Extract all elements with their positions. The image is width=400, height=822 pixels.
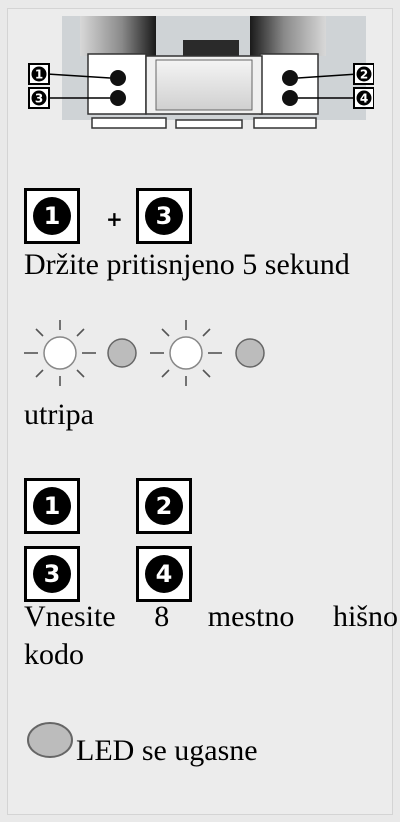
key-1-number: 1	[33, 197, 71, 235]
step3-text-line1: Vnesite 8 mestno hišno	[24, 600, 398, 634]
word-hisno: hišno	[332, 600, 398, 633]
device-button-1	[110, 70, 126, 86]
device-button-4	[282, 90, 298, 106]
device-button-2	[282, 70, 298, 86]
svg-text:2: 2	[360, 68, 368, 82]
word-8: 8	[154, 600, 170, 633]
word-mestno: mestno	[207, 600, 295, 633]
key-3: 3	[136, 188, 192, 244]
callout-key-4: 4	[353, 87, 374, 109]
callout-key-2: 2	[353, 63, 374, 85]
led-blink-icon-1	[24, 320, 96, 386]
key-1: 1	[24, 188, 80, 244]
step2-text: utripa	[24, 398, 94, 431]
device-foot-right	[253, 117, 317, 129]
leader-line-2	[297, 73, 359, 79]
device-top-right-shade	[250, 16, 326, 56]
key-2-grid: 2	[136, 478, 192, 534]
led-blink-icon-2	[150, 320, 222, 386]
led-off-icon-2	[235, 338, 265, 368]
key-4-grid-number: 4	[145, 555, 183, 593]
led-off-icon-1	[107, 338, 137, 368]
callout-key-1: 1	[28, 63, 50, 85]
key-3-number: 3	[145, 197, 183, 235]
key-1-grid-number: 1	[33, 487, 71, 525]
word-vnesite: Vnesite	[24, 600, 116, 633]
device-top-slot	[183, 40, 239, 58]
step3-text-line2: kodo	[24, 638, 84, 671]
led-blink-pattern	[24, 320, 265, 386]
svg-text:1: 1	[35, 68, 43, 82]
instruction-panel	[7, 8, 393, 815]
device-button-3	[110, 90, 126, 106]
device-foot-center	[175, 119, 243, 129]
key-1-grid: 1	[24, 478, 80, 534]
device-illustration: 1 3 2 4	[28, 16, 374, 129]
device-top-left-shade	[80, 16, 156, 56]
step1-text: Držite pritisnjeno 5 sekund	[24, 248, 350, 281]
device-foot-left	[91, 117, 167, 129]
leader-line-1	[46, 73, 111, 79]
plus-sign: +	[106, 207, 123, 231]
key-4-grid: 4	[136, 546, 192, 602]
callout-key-3: 3	[28, 87, 50, 109]
led-off-icon	[27, 722, 73, 758]
key-2-grid-number: 2	[145, 487, 183, 525]
key-3-grid: 3	[24, 546, 80, 602]
step4-text: LED se ugasne	[76, 734, 258, 767]
device-center-screen	[155, 59, 253, 111]
svg-text:3: 3	[35, 92, 43, 106]
svg-text:4: 4	[360, 92, 368, 106]
key-3-grid-number: 3	[33, 555, 71, 593]
